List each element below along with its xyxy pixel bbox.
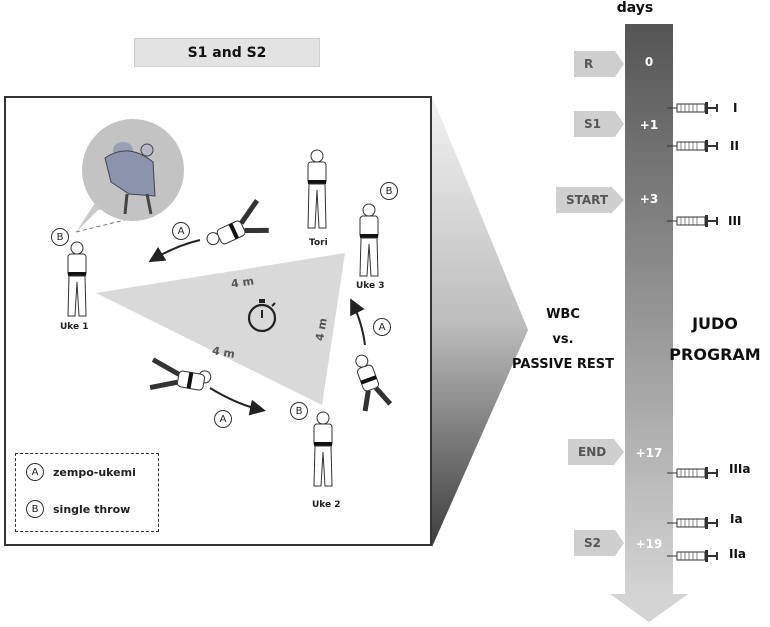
legend-key-b: B — [26, 500, 44, 518]
legend-label-a: zempo-ukemi — [53, 465, 136, 479]
day-value: +1 — [639, 118, 659, 132]
stopwatch-icon — [247, 299, 277, 333]
rolling-judoka-right — [355, 354, 393, 412]
ukemi-marker: A — [214, 410, 232, 428]
uke2-figure — [313, 411, 333, 487]
timeline-header: days — [616, 0, 654, 16]
arrow-to-uke2 — [209, 387, 266, 416]
syringe-icon — [667, 215, 718, 227]
triangle-area — [96, 253, 345, 405]
timeline-tag-s2: S2 — [574, 530, 624, 556]
title-text: S1 and S2 — [187, 44, 267, 61]
throw-marker: B — [51, 228, 69, 246]
funnel-arrow — [432, 96, 528, 547]
timeline-tag-s1: S1 — [574, 111, 624, 137]
program-label: JUDO PROGRAM — [660, 308, 770, 370]
syringe-icon — [667, 102, 718, 114]
syringe-icon — [667, 140, 718, 152]
throw-detail-figures — [104, 142, 156, 215]
syringe-icon — [667, 467, 718, 479]
condition-line-3: PASSIVE REST — [512, 357, 614, 372]
program-line-1: JUDO — [692, 314, 738, 333]
tori-figure — [307, 149, 327, 229]
legend-item-a: A zempo-ukemi — [26, 463, 136, 481]
dose-label: II — [730, 139, 739, 153]
uke1-label: Uke 1 — [60, 322, 89, 332]
day-value: +17 — [635, 446, 663, 460]
legend-key-a: A — [26, 463, 44, 481]
legend-label-b: single throw — [53, 502, 131, 516]
dose-label: IIIa — [729, 462, 751, 476]
syringe-icon — [667, 550, 718, 562]
dose-label: Ia — [730, 512, 743, 526]
day-value: +3 — [639, 192, 659, 206]
dose-label: I — [733, 101, 738, 115]
uke3-label: Uke 3 — [356, 281, 385, 291]
rolling-judoka-top — [206, 199, 269, 246]
title-box: S1 and S2 — [134, 38, 320, 67]
arrow-to-uke3 — [350, 298, 366, 346]
throw-marker: B — [380, 182, 398, 200]
condition-label: WBC vs. PASSIVE REST — [508, 302, 618, 377]
tori-label: Tori — [309, 238, 328, 248]
ukemi-marker: A — [172, 222, 190, 240]
uke3-figure — [359, 203, 379, 277]
uke2-label: Uke 2 — [312, 500, 341, 510]
dose-label: III — [728, 214, 742, 228]
throw-marker: B — [290, 402, 308, 420]
timeline-tag-r: R — [574, 51, 624, 77]
syringe-icon — [667, 517, 718, 529]
condition-line-1: WBC — [546, 307, 580, 322]
timeline-arrowhead — [610, 594, 688, 622]
day-value: +19 — [635, 537, 663, 551]
ukemi-marker: A — [373, 318, 391, 336]
legend: A zempo-ukemi B single throw — [15, 453, 159, 532]
program-line-2: PROGRAM — [669, 345, 761, 364]
timeline-tag-start: START — [556, 187, 624, 213]
legend-item-b: B single throw — [26, 500, 130, 518]
arrow-to-uke1 — [148, 239, 201, 263]
uke1-figure — [67, 241, 87, 317]
timeline-bar — [625, 24, 673, 596]
day-value: 0 — [644, 55, 654, 69]
dose-label: IIa — [729, 547, 747, 561]
rolling-judoka-bottom — [149, 357, 212, 391]
condition-line-2: vs. — [552, 332, 574, 347]
timeline-tag-end: END — [568, 439, 624, 465]
